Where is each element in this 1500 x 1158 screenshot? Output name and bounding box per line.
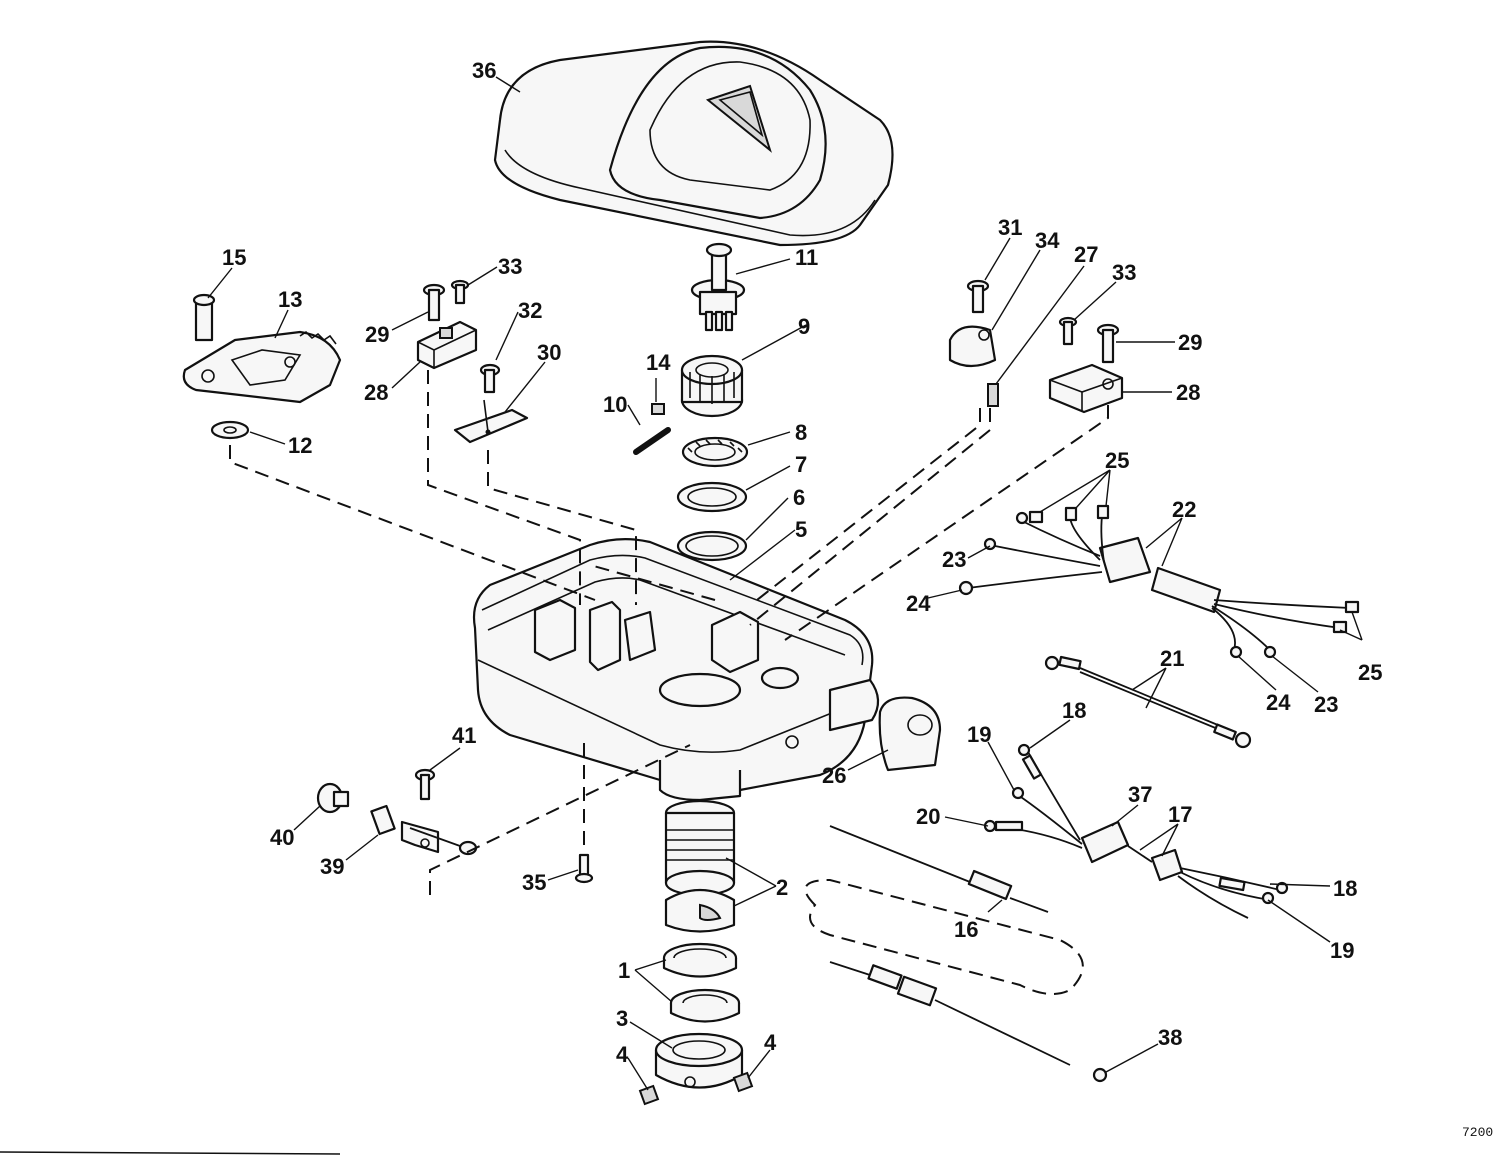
- block-part-28-left: [416, 320, 478, 370]
- bracket-part-39: [370, 804, 478, 856]
- part-label: 27: [1074, 242, 1098, 267]
- part-label: 33: [1112, 260, 1136, 285]
- part-label: 20: [916, 804, 940, 829]
- stud-part-11: [690, 242, 746, 332]
- gear-plate-part-13: [182, 330, 342, 404]
- part-label: 16: [954, 917, 978, 942]
- screw-part-33-left: [450, 279, 470, 305]
- washer-part-12: [210, 420, 250, 440]
- ring-part-1-upper: [662, 942, 738, 978]
- ring-part-6: [676, 530, 748, 562]
- part-label: 21: [1160, 646, 1184, 671]
- screw-part-41: [414, 768, 436, 801]
- part-label: 23: [942, 547, 966, 572]
- ring-part-1-lower: [669, 988, 741, 1023]
- part-label: 33: [498, 254, 522, 279]
- part-label: 12: [288, 433, 312, 458]
- pin-part-10: [633, 427, 671, 455]
- leader-lines: [207, 76, 1363, 1091]
- assembly-dashed-lines: [229, 370, 1109, 895]
- cable-part-21: [1044, 655, 1252, 749]
- knob-part-40: [316, 782, 350, 814]
- part-label: 14: [646, 350, 671, 375]
- part-label: 18: [1062, 698, 1086, 723]
- bottom-rule: [0, 1151, 341, 1155]
- part-label: 3: [616, 1006, 628, 1031]
- bushing-part-2-upper: [664, 799, 736, 897]
- gear-part-9: [680, 354, 744, 418]
- part-label: 22: [1172, 497, 1196, 522]
- part-label: 23: [1314, 692, 1338, 717]
- stud-part-27: [987, 383, 999, 407]
- part-label: 7: [795, 452, 807, 477]
- part-label: 9: [798, 314, 810, 339]
- control-housing: [472, 538, 880, 802]
- part-label: 28: [1176, 380, 1200, 405]
- cable-part-16: [804, 825, 1108, 1083]
- bearing-part-8: [681, 436, 749, 468]
- set-screw-part-4-right: [732, 1071, 754, 1093]
- part-label: 34: [1035, 228, 1060, 253]
- part-label: 2: [776, 875, 788, 900]
- part-label: 15: [222, 245, 246, 270]
- wire-harness-part-37: [983, 743, 1289, 919]
- screw-part-32: [479, 363, 501, 394]
- screw-part-31: [966, 279, 990, 314]
- part-label: 31: [998, 215, 1022, 240]
- part-label: 13: [278, 287, 302, 312]
- part-label: 38: [1158, 1025, 1182, 1050]
- part-label: 17: [1168, 802, 1192, 827]
- screw-part-33-right: [1058, 316, 1078, 346]
- clamp-part-34: [948, 325, 997, 368]
- part-label: 6: [793, 485, 805, 510]
- screw-part-29-right: [1096, 323, 1120, 364]
- collar-part-3: [654, 1032, 744, 1089]
- part-label: 1: [618, 958, 630, 983]
- part-label: 29: [365, 322, 389, 347]
- part-label: 36: [472, 58, 496, 83]
- part-label: 40: [270, 825, 294, 850]
- sleeve-part-26: [878, 696, 942, 772]
- drawing-code: 7200: [1462, 1125, 1493, 1140]
- part-label: 32: [518, 298, 542, 323]
- part-label: 25: [1358, 660, 1382, 685]
- part-label: 41: [452, 723, 476, 748]
- part-label: 18: [1333, 876, 1357, 901]
- part-label: 4: [616, 1042, 629, 1067]
- washer-part-7: [676, 481, 748, 513]
- part-label: 24: [1266, 690, 1291, 715]
- part-label: 39: [320, 854, 344, 879]
- part-label: 29: [1178, 330, 1202, 355]
- screw-part-35: [574, 853, 594, 884]
- part-label: 37: [1128, 782, 1152, 807]
- set-screw-part-14: [651, 403, 665, 415]
- set-screw-part-4-left: [638, 1084, 660, 1106]
- part-label: 5: [795, 517, 807, 542]
- part-label: 11: [795, 245, 818, 270]
- part-label: 25: [1105, 448, 1129, 473]
- wire-harness-part-22: [958, 504, 1360, 659]
- bushing-part-2-lower: [664, 889, 736, 933]
- part-label: 30: [537, 340, 561, 365]
- part-label: 24: [906, 591, 931, 616]
- bracket-part-30: [453, 399, 529, 444]
- part-label: 28: [364, 380, 388, 405]
- block-part-28-right: [1048, 363, 1124, 414]
- pin-part-15: [192, 293, 216, 342]
- part-label: 19: [1330, 938, 1354, 963]
- part-label: 19: [967, 722, 991, 747]
- part-label: 8: [795, 420, 807, 445]
- part-label: 26: [822, 763, 846, 788]
- cover-part-36: [493, 40, 894, 247]
- part-labels: 36 11 9 14 10 8 7 6 5 15 13 12 33 29 28 …: [222, 58, 1382, 1067]
- screw-part-29-left: [422, 283, 446, 322]
- part-label: 4: [764, 1030, 777, 1055]
- part-label: 35: [522, 870, 546, 895]
- part-label: 10: [603, 392, 627, 417]
